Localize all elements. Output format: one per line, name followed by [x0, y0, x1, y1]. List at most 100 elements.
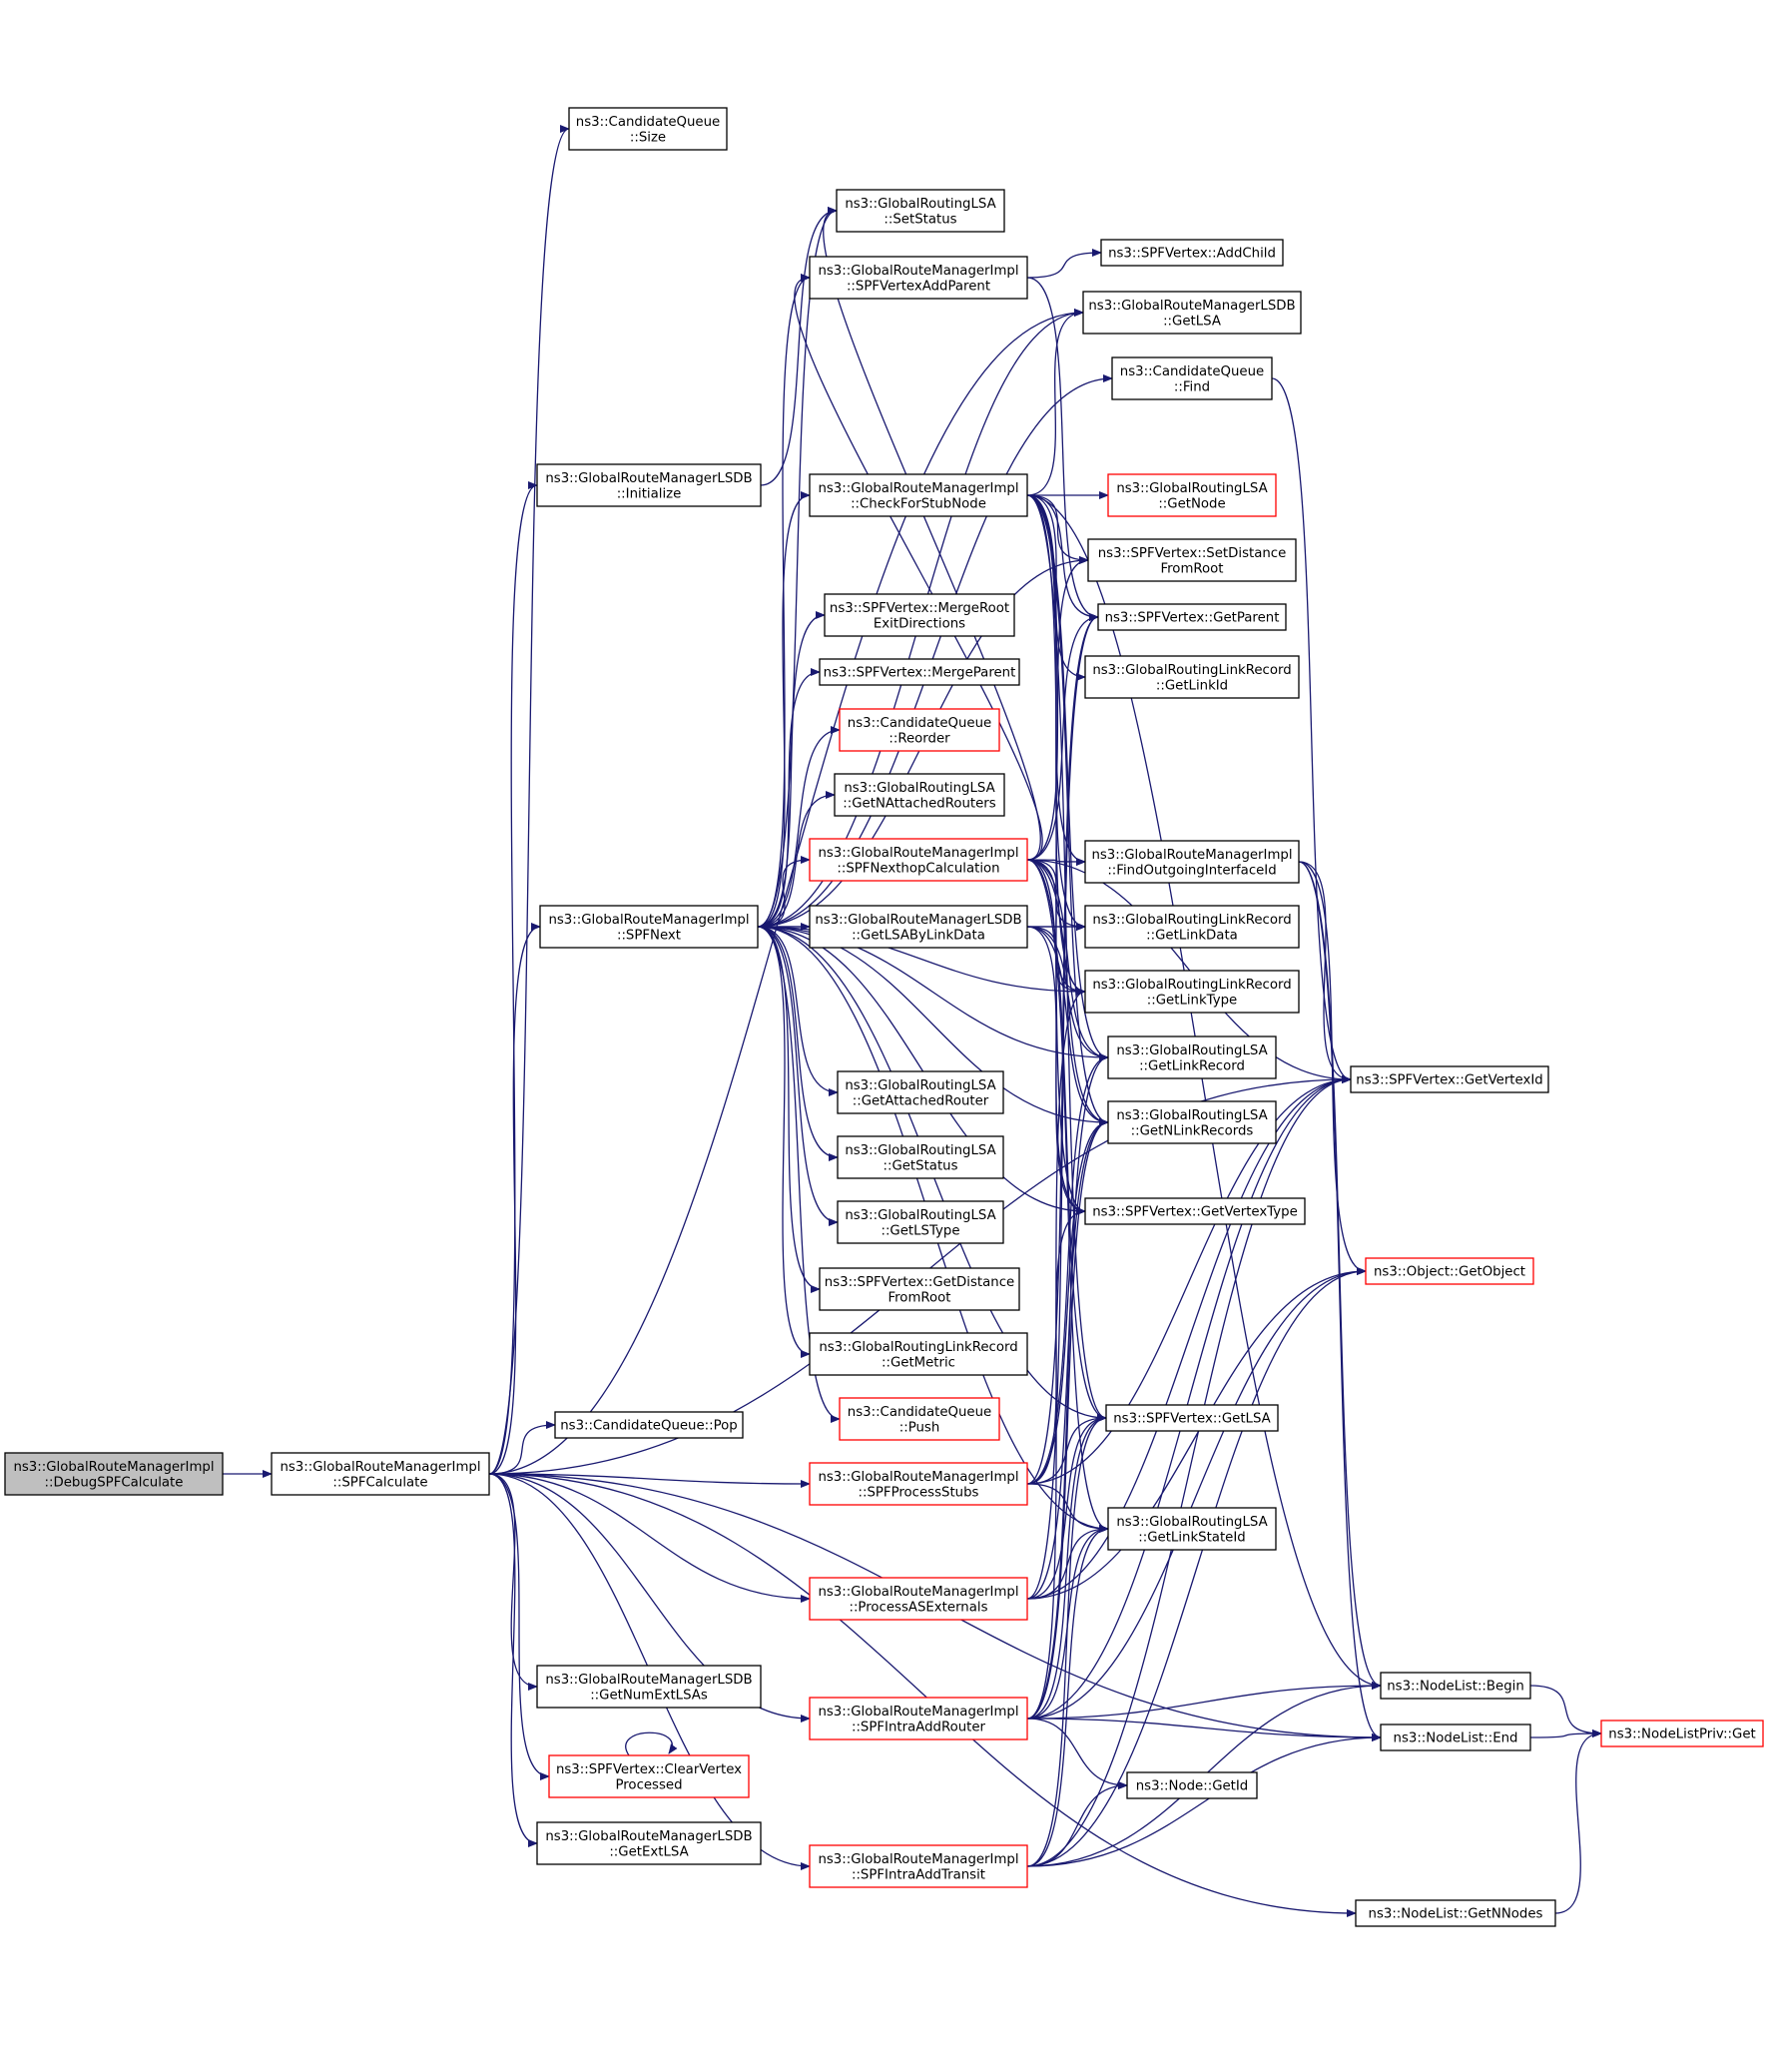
node-box[interactable]: [809, 838, 1028, 882]
function-node-getlinkrecord[interactable]: ns3::GlobalRoutingLSA::GetLinkRecord: [1107, 1036, 1277, 1079]
function-node-nlinkrecords[interactable]: ns3::GlobalRoutingLSA::GetNLinkRecords: [1107, 1100, 1277, 1144]
node-box[interactable]: [1365, 1257, 1534, 1285]
node-box[interactable]: [834, 773, 1005, 817]
function-node-getobject[interactable]: ns3::Object::GetObject: [1365, 1257, 1534, 1285]
node-box[interactable]: [1082, 291, 1302, 335]
function-node-vgetlsa[interactable]: ns3::SPFVertex::GetLSA: [1105, 1404, 1279, 1432]
node-box[interactable]: [1107, 473, 1277, 517]
node-box[interactable]: [1084, 905, 1300, 949]
node-box[interactable]: [837, 1200, 1004, 1244]
function-node-spfcalc[interactable]: ns3::GlobalRouteManagerImpl::SPFCalculat…: [271, 1452, 490, 1496]
function-node-nexthop[interactable]: ns3::GlobalRouteManagerImpl::SPFNexthopC…: [809, 838, 1028, 882]
node-box[interactable]: [539, 905, 759, 949]
node-box[interactable]: [536, 1821, 762, 1865]
node-box[interactable]: [1084, 970, 1300, 1014]
function-node-getstatus[interactable]: ns3::GlobalRoutingLSA::GetStatus: [837, 1135, 1004, 1179]
node-box[interactable]: [837, 1070, 1004, 1114]
node-box[interactable]: [271, 1452, 490, 1496]
function-node-getnode[interactable]: ns3::GlobalRoutingLSA::GetNode: [1107, 473, 1277, 517]
function-node-nlpriv_get[interactable]: ns3::NodeListPriv::Get: [1600, 1720, 1764, 1747]
node-box[interactable]: [809, 1462, 1028, 1506]
node-box[interactable]: [548, 1754, 750, 1798]
node-box[interactable]: [836, 189, 1005, 233]
node-box[interactable]: [809, 1844, 1028, 1888]
function-node-cq_find[interactable]: ns3::CandidateQueue::Find: [1111, 356, 1273, 400]
node-box[interactable]: [554, 1411, 744, 1439]
node-box[interactable]: [1097, 603, 1287, 631]
node-box[interactable]: [839, 708, 1000, 752]
node-box[interactable]: [809, 1697, 1028, 1740]
node-box[interactable]: [809, 905, 1028, 949]
node-box[interactable]: [1084, 840, 1300, 884]
node-box[interactable]: [1107, 1507, 1277, 1551]
function-node-lsdb_numext[interactable]: ns3::GlobalRouteManagerLSDB::GetNumExtLS…: [536, 1665, 762, 1709]
function-node-getlstype[interactable]: ns3::GlobalRoutingLSA::GetLSType: [837, 1200, 1004, 1244]
function-node-cq_size[interactable]: ns3::CandidateQueue::Size: [568, 107, 728, 151]
function-node-addrouter[interactable]: ns3::GlobalRouteManagerImpl::SPFIntraAdd…: [809, 1697, 1028, 1740]
function-node-getmetric[interactable]: ns3::GlobalRoutingLinkRecord::GetMetric: [809, 1332, 1028, 1376]
node-box[interactable]: [837, 1135, 1004, 1179]
function-node-checkstub[interactable]: ns3::GlobalRouteManagerImpl::CheckForStu…: [809, 473, 1028, 517]
node-box[interactable]: [839, 1397, 1000, 1441]
function-node-nl_end[interactable]: ns3::NodeList::End: [1380, 1724, 1531, 1751]
function-node-mergeparent[interactable]: ns3::SPFVertex::MergeParent: [819, 658, 1020, 686]
function-node-getlsabylink[interactable]: ns3::GlobalRouteManagerLSDB::GetLSAByLin…: [809, 905, 1028, 949]
function-node-procstubs[interactable]: ns3::GlobalRouteManagerImpl::SPFProcessS…: [809, 1462, 1028, 1506]
function-node-vertexid[interactable]: ns3::SPFVertex::GetVertexId: [1350, 1065, 1549, 1093]
function-node-linkid[interactable]: ns3::GlobalRoutingLinkRecord::GetLinkId: [1084, 655, 1300, 699]
node-box[interactable]: [1084, 655, 1300, 699]
function-node-lsdb_getext[interactable]: ns3::GlobalRouteManagerLSDB::GetExtLSA: [536, 1821, 762, 1865]
function-node-getattached[interactable]: ns3::GlobalRoutingLSA::GetAttachedRouter: [837, 1070, 1004, 1114]
function-node-debug[interactable]: ns3::GlobalRouteManagerImpl::DebugSPFCal…: [4, 1452, 224, 1496]
node-box[interactable]: [1600, 1720, 1764, 1747]
function-node-getparent[interactable]: ns3::SPFVertex::GetParent: [1097, 603, 1287, 631]
node-box[interactable]: [1380, 1724, 1531, 1751]
node-box[interactable]: [809, 1332, 1028, 1376]
node-box[interactable]: [809, 473, 1028, 517]
node-box[interactable]: [819, 658, 1020, 686]
function-node-lsdb_init[interactable]: ns3::GlobalRouteManagerLSDB::Initialize: [536, 463, 762, 507]
function-node-cq_reorder[interactable]: ns3::CandidateQueue::Reorder: [839, 708, 1000, 752]
function-node-lsdb_getlsa[interactable]: ns3::GlobalRouteManagerLSDB::GetLSA: [1082, 291, 1302, 335]
node-box[interactable]: [536, 1665, 762, 1709]
node-box[interactable]: [1107, 1100, 1277, 1144]
function-node-linktype[interactable]: ns3::GlobalRoutingLinkRecord::GetLinkTyp…: [1084, 970, 1300, 1014]
function-node-spfnext[interactable]: ns3::GlobalRouteManagerImpl::SPFNext: [539, 905, 759, 949]
node-box[interactable]: [1084, 1197, 1306, 1225]
node-box[interactable]: [1087, 538, 1297, 582]
node-box[interactable]: [1100, 239, 1284, 267]
function-node-setstatus[interactable]: ns3::GlobalRoutingLSA::SetStatus: [836, 189, 1005, 233]
node-box[interactable]: [809, 1577, 1028, 1621]
function-node-nodegetid[interactable]: ns3::Node::GetId: [1126, 1771, 1258, 1799]
node-box[interactable]: [1126, 1771, 1258, 1799]
function-node-addparent[interactable]: ns3::GlobalRouteManagerImpl::SPFVertexAd…: [809, 256, 1028, 300]
node-box[interactable]: [1355, 1899, 1556, 1927]
node-box[interactable]: [568, 107, 728, 151]
function-node-nl_nnodes[interactable]: ns3::NodeList::GetNNodes: [1355, 1899, 1556, 1927]
function-node-addtransit[interactable]: ns3::GlobalRouteManagerImpl::SPFIntraAdd…: [809, 1844, 1028, 1888]
node-box[interactable]: [536, 463, 762, 507]
node-box[interactable]: [1111, 356, 1273, 400]
function-node-nl_begin[interactable]: ns3::NodeList::Begin: [1380, 1672, 1531, 1700]
function-node-vtype[interactable]: ns3::SPFVertex::GetVertexType: [1084, 1197, 1306, 1225]
function-node-linkdata[interactable]: ns3::GlobalRoutingLinkRecord::GetLinkDat…: [1084, 905, 1300, 949]
node-box[interactable]: [1380, 1672, 1531, 1700]
function-node-findif[interactable]: ns3::GlobalRouteManagerImpl::FindOutgoin…: [1084, 840, 1300, 884]
node-box[interactable]: [1350, 1065, 1549, 1093]
node-box[interactable]: [4, 1452, 224, 1496]
function-node-addchild[interactable]: ns3::SPFVertex::AddChild: [1100, 239, 1284, 267]
node-box[interactable]: [1107, 1036, 1277, 1079]
function-node-cq_push[interactable]: ns3::CandidateQueue::Push: [839, 1397, 1000, 1441]
node-box[interactable]: [824, 593, 1015, 637]
node-box[interactable]: [809, 256, 1028, 300]
function-node-cq_pop[interactable]: ns3::CandidateQueue::Pop: [554, 1411, 744, 1439]
function-node-linkstateid[interactable]: ns3::GlobalRoutingLSA::GetLinkStateId: [1107, 1507, 1277, 1551]
node-box[interactable]: [819, 1267, 1020, 1311]
function-node-procase[interactable]: ns3::GlobalRouteManagerImpl::ProcessASEx…: [809, 1577, 1028, 1621]
function-node-natt[interactable]: ns3::GlobalRoutingLSA::GetNAttachedRoute…: [834, 773, 1005, 817]
node-box[interactable]: [1105, 1404, 1279, 1432]
